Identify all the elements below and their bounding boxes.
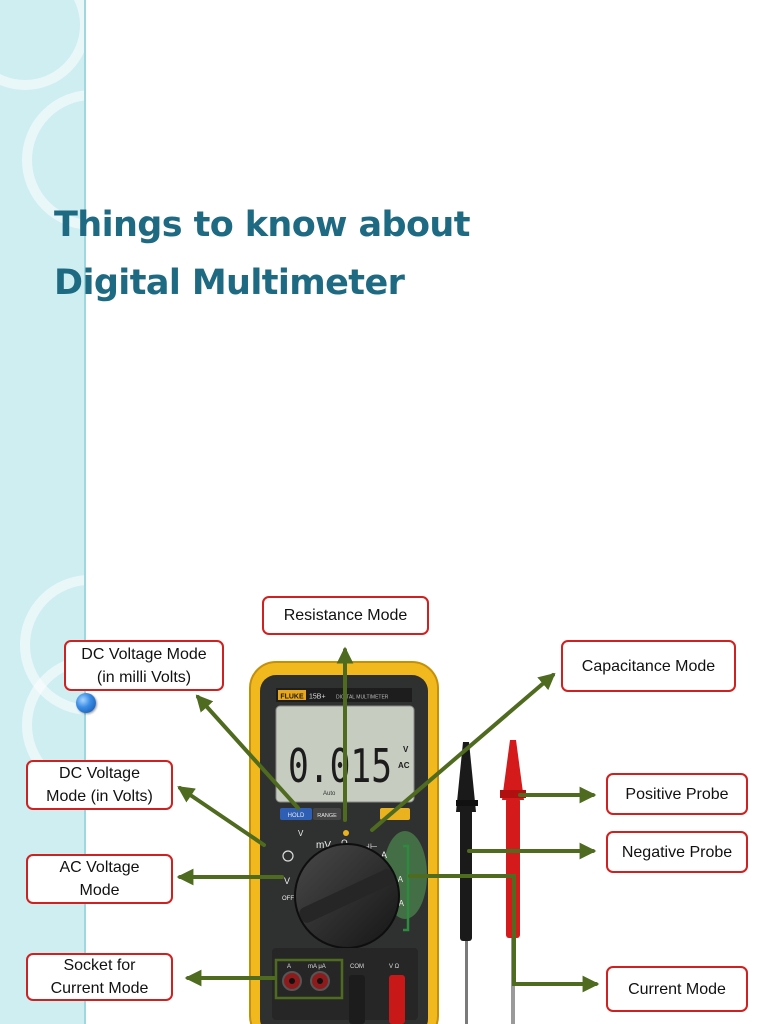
- dial-ohm-label: Ω: [341, 838, 348, 848]
- callout-resistance-text: Resistance Mode: [283, 607, 408, 624]
- multimeter-body: FLUKE 15B+ DIGITAL MULTIMETER 0.015 V AC…: [249, 661, 439, 1024]
- brand-label: FLUKE: [280, 694, 304, 701]
- jack-a-label: A: [287, 964, 291, 970]
- callout-dc-voltage-volts: DC Voltage Mode (in Volts): [26, 760, 173, 810]
- callout-positive-probe-text: Positive Probe: [625, 785, 729, 803]
- callout-current-text: Current Mode: [628, 980, 726, 998]
- lcd-unit: V: [403, 745, 409, 754]
- callout-socket-line2: Current Mode: [50, 980, 149, 997]
- model-label: 15B+: [309, 694, 326, 701]
- callout-dc-milli-line1: DC Voltage Mode: [81, 645, 207, 663]
- title-line-1: Things to know about: [54, 205, 470, 245]
- slide-sidebar: [0, 0, 84, 1024]
- lcd-auto-indicator: Auto: [323, 791, 336, 797]
- arrow-dc-volts: [177, 786, 266, 847]
- callout-current-mode: Current Mode: [606, 966, 748, 1012]
- hold-button-label: HOLD: [288, 813, 305, 819]
- current-mode-bracket: [403, 844, 410, 932]
- callout-dc-voltage-milli: DC Voltage Mode (in milli Volts): [64, 640, 224, 691]
- arrow-capacitance: [370, 672, 556, 832]
- jack-vohm-label: V Ω: [389, 964, 400, 970]
- continuity-icon: [343, 830, 349, 836]
- lcd-ac-indicator: AC: [398, 761, 410, 770]
- callout-ac-line1: AC Voltage: [59, 859, 140, 876]
- callout-dc-volts-line2: Mode (in Volts): [46, 788, 153, 805]
- red-probe-plug[interactable]: [389, 975, 405, 1024]
- decorative-ring-top: [0, 0, 84, 90]
- callout-resistance-mode: Resistance Mode: [262, 596, 429, 635]
- callout-positive-probe: Positive Probe: [606, 773, 748, 815]
- bullet-orb-icon: [76, 693, 96, 713]
- callout-capacitance-text: Capacitance Mode: [581, 657, 716, 675]
- arrow-current-mode: [408, 874, 600, 993]
- lcd-reading: 0.015: [288, 739, 392, 793]
- black-probe[interactable]: [456, 742, 478, 1024]
- dial-mv-label: mV: [316, 840, 331, 851]
- jack-ma-label: mA μA: [308, 964, 326, 970]
- capacitance-icon: ⊣⊢: [362, 842, 378, 852]
- callout-socket-current: Socket for Current Mode: [26, 953, 173, 1001]
- dial-pointer: [299, 869, 395, 923]
- slide-title: Things to know about Digital Multimeter: [54, 196, 470, 312]
- callout-capacitance-mode: Capacitance Mode: [561, 640, 736, 692]
- black-probe-plug[interactable]: [349, 975, 365, 1024]
- callout-negative-probe-text: Negative Probe: [621, 843, 733, 861]
- title-line-2: Digital Multimeter: [54, 263, 405, 303]
- sidebar-border: [84, 0, 86, 1024]
- dial-v-label: V: [298, 829, 304, 838]
- backlight-icon: [282, 850, 294, 862]
- dial-a-label: A: [381, 850, 387, 860]
- fluke-logo: [278, 690, 306, 700]
- callout-socket-line1: Socket for: [63, 957, 136, 974]
- current-socket-highlight: [274, 958, 344, 1000]
- range-button[interactable]: [313, 808, 341, 820]
- hold-button[interactable]: [280, 808, 312, 820]
- callout-dc-volts-line1: DC Voltage: [59, 765, 140, 782]
- arrow-dc-milli: [195, 694, 300, 810]
- callout-ac-voltage: AC Voltage Mode: [26, 854, 173, 904]
- callout-ac-line2: Mode: [79, 882, 120, 899]
- callout-dc-milli-line2: (in milli Volts): [96, 668, 192, 686]
- range-button-label: RANGE: [317, 813, 337, 819]
- callout-negative-probe: Negative Probe: [606, 831, 748, 873]
- model-subtitle: DIGITAL MULTIMETER: [336, 695, 389, 701]
- jack-com-label: COM: [350, 964, 364, 970]
- dial-off-label: OFF: [282, 896, 294, 902]
- dial-acv-label: V: [284, 876, 290, 886]
